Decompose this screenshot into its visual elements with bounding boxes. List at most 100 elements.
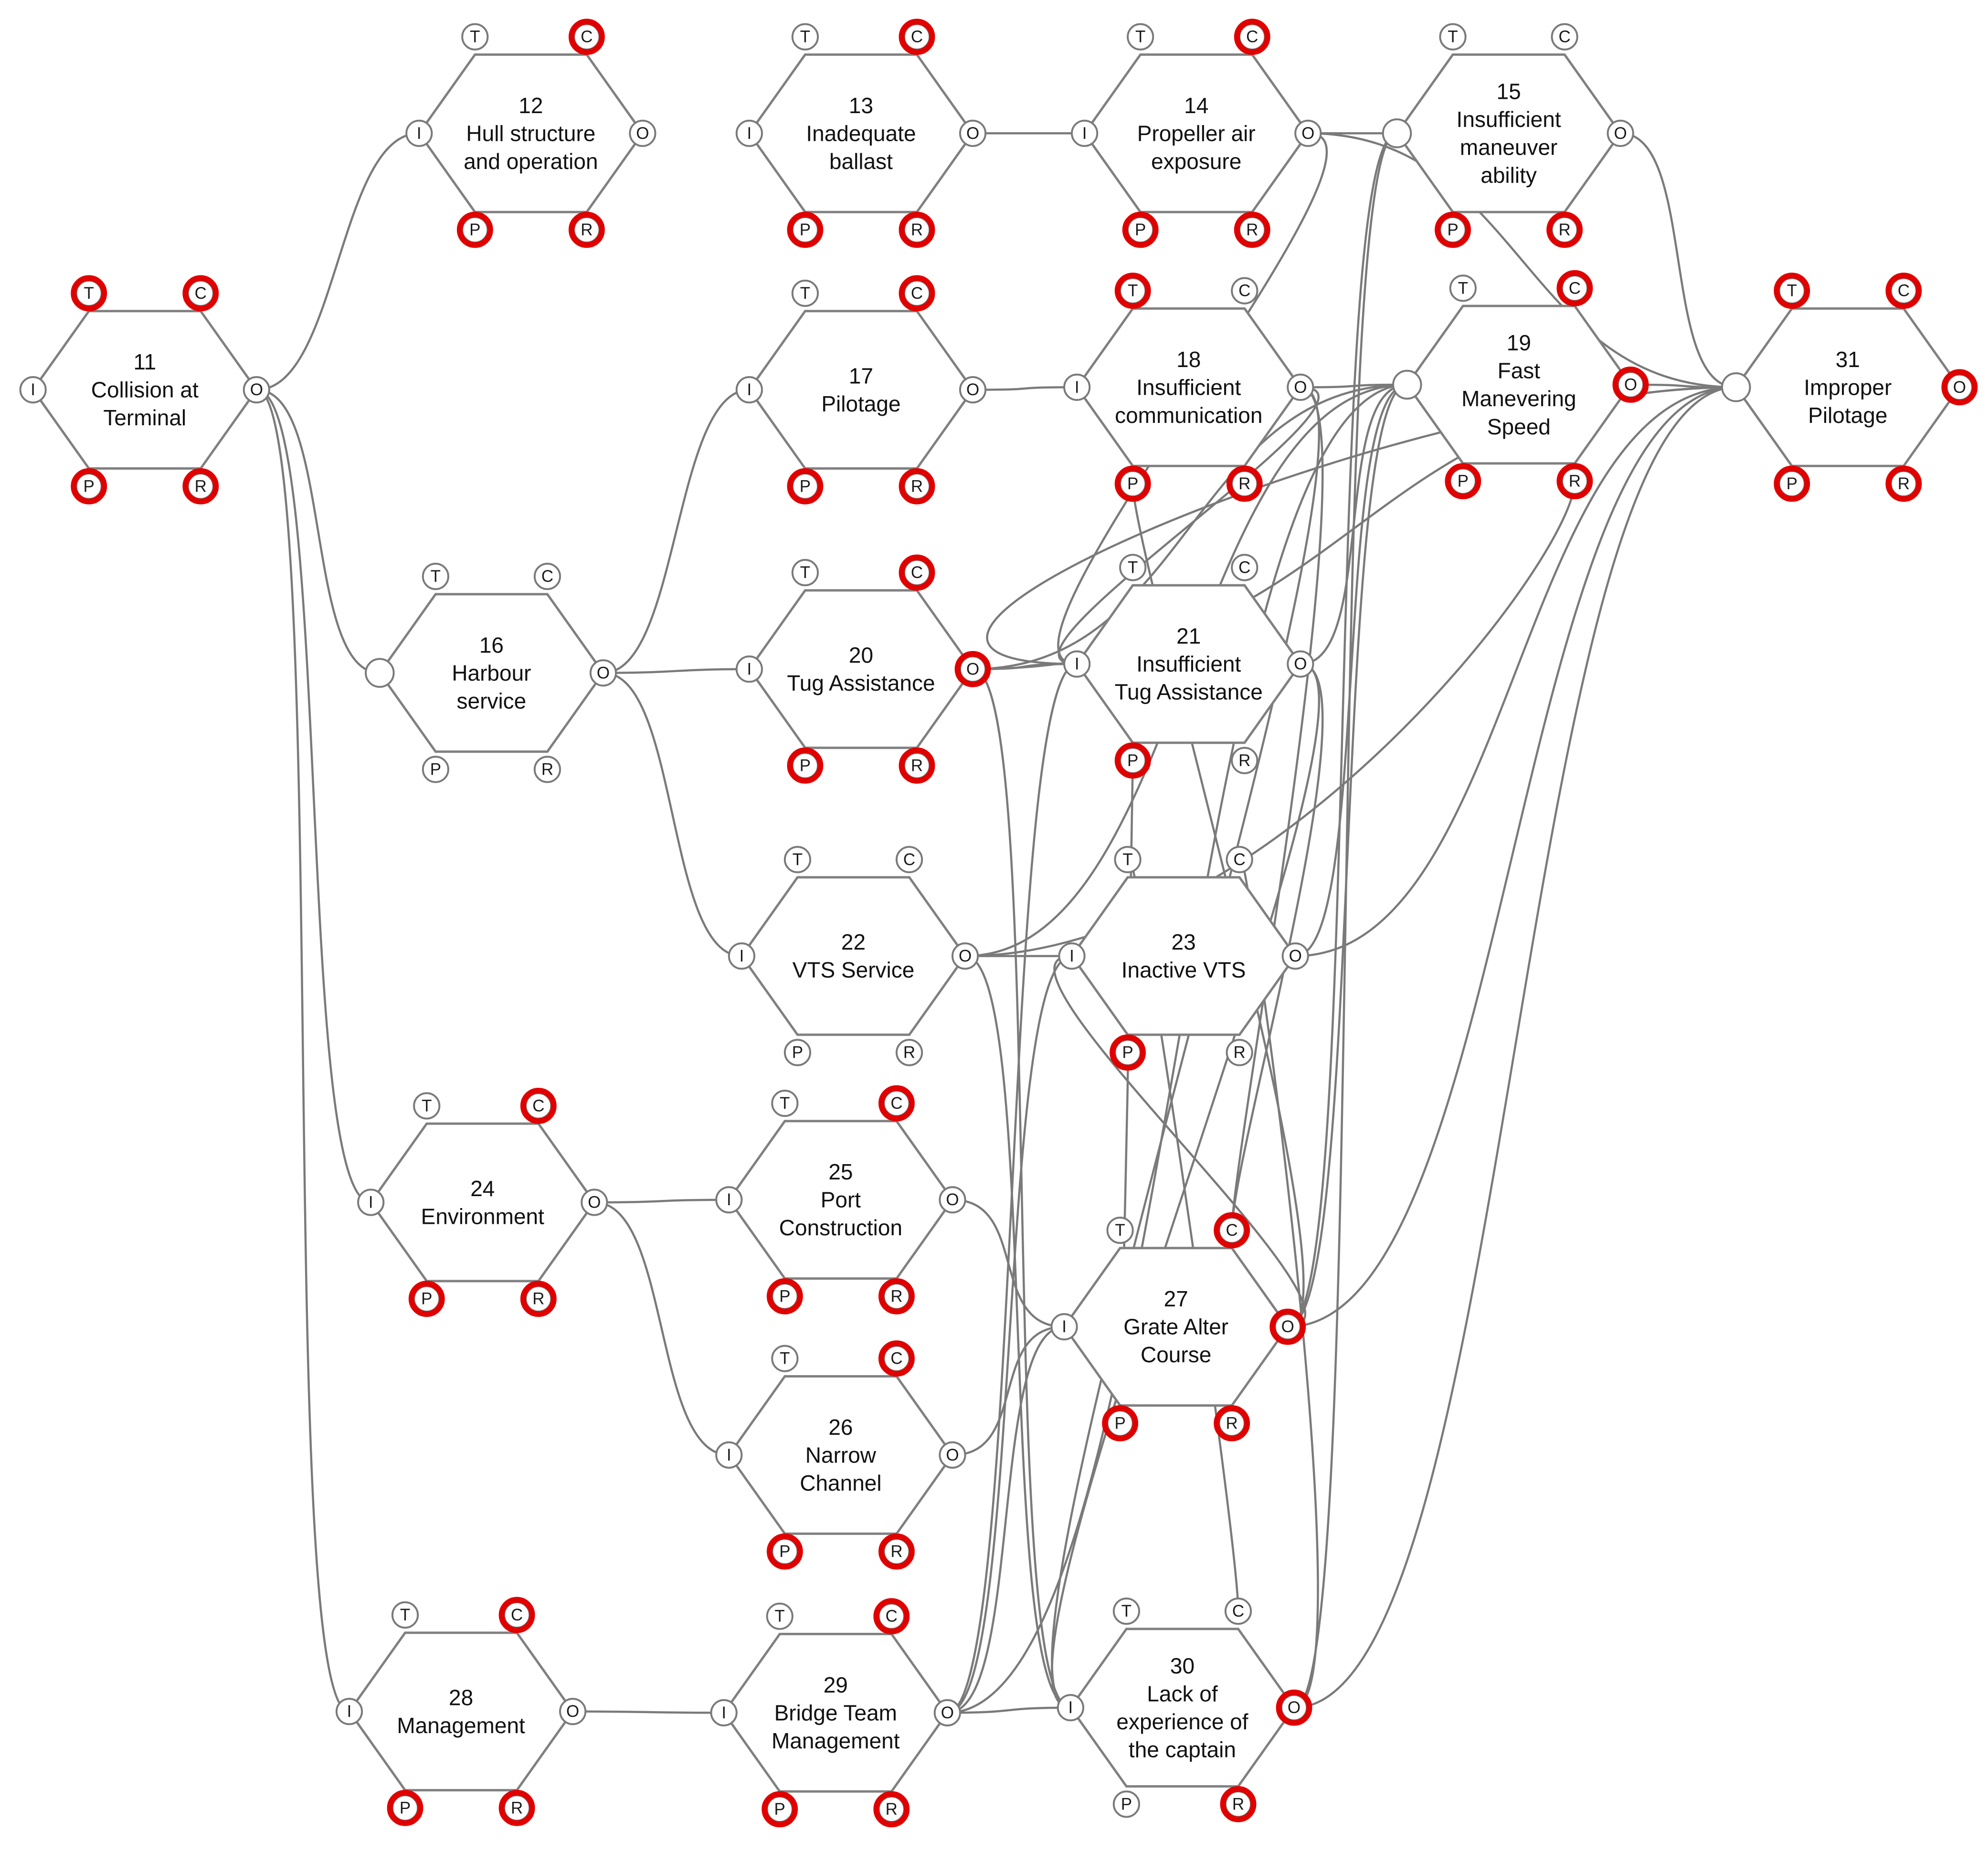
- port-c[interactable]: C: [1551, 23, 1578, 51]
- port-p[interactable]: P: [766, 1278, 803, 1315]
- port-i[interactable]: I: [710, 1699, 738, 1726]
- port-o[interactable]: O: [1281, 942, 1309, 970]
- port-i[interactable]: I: [1063, 373, 1091, 401]
- port-i[interactable]: I: [735, 655, 763, 683]
- port-i[interactable]: [1392, 369, 1422, 400]
- port-i[interactable]: [1721, 372, 1751, 402]
- port-r[interactable]: R: [533, 756, 561, 783]
- port-i[interactable]: I: [735, 376, 763, 404]
- port-i[interactable]: I: [715, 1441, 743, 1469]
- port-i[interactable]: I: [1057, 1694, 1084, 1722]
- port-t[interactable]: T: [461, 23, 489, 51]
- port-o[interactable]: O: [939, 1186, 966, 1214]
- port-t[interactable]: T: [771, 1345, 799, 1372]
- port-p[interactable]: P: [387, 1789, 423, 1826]
- port-t[interactable]: T: [791, 279, 819, 307]
- port-p[interactable]: P: [456, 211, 493, 248]
- port-r[interactable]: R: [1214, 1405, 1250, 1441]
- port-r[interactable]: R: [878, 1533, 915, 1570]
- port-c[interactable]: C: [899, 19, 935, 55]
- port-t[interactable]: T: [1114, 273, 1151, 309]
- port-t[interactable]: T: [1439, 23, 1467, 51]
- port-p[interactable]: P: [787, 468, 824, 505]
- port-r[interactable]: R: [1234, 211, 1270, 248]
- port-p[interactable]: P: [787, 211, 824, 248]
- port-c[interactable]: C: [498, 1597, 535, 1633]
- port-c[interactable]: C: [182, 275, 219, 312]
- port-o[interactable]: O: [959, 119, 987, 147]
- port-i[interactable]: I: [1050, 1313, 1078, 1341]
- port-i[interactable]: I: [1063, 650, 1091, 678]
- port-t[interactable]: T: [391, 1601, 419, 1629]
- port-t[interactable]: T: [1774, 273, 1810, 309]
- port-t[interactable]: T: [1127, 23, 1154, 51]
- port-p[interactable]: P: [766, 1533, 803, 1570]
- port-p[interactable]: P: [1114, 465, 1151, 502]
- port-c[interactable]: C: [895, 846, 923, 873]
- port-p[interactable]: P: [1774, 465, 1810, 502]
- port-o[interactable]: O: [1287, 373, 1314, 401]
- port-c[interactable]: C: [1214, 1212, 1250, 1249]
- port-o[interactable]: O: [1612, 367, 1649, 403]
- port-o[interactable]: O: [952, 942, 979, 970]
- port-i[interactable]: I: [1071, 119, 1099, 147]
- port-o[interactable]: O: [629, 119, 656, 147]
- port-i[interactable]: I: [357, 1188, 385, 1216]
- port-t[interactable]: T: [766, 1602, 793, 1630]
- port-p[interactable]: P: [1114, 742, 1151, 779]
- port-o[interactable]: O: [933, 1699, 961, 1726]
- port-r[interactable]: R: [1556, 463, 1593, 500]
- port-t[interactable]: T: [1112, 1597, 1141, 1625]
- port-c[interactable]: C: [569, 19, 605, 55]
- port-r[interactable]: R: [498, 1789, 535, 1826]
- port-c[interactable]: C: [1885, 273, 1922, 309]
- port-r[interactable]: R: [899, 747, 935, 784]
- port-r[interactable]: R: [1885, 465, 1922, 502]
- port-r[interactable]: R: [1226, 1039, 1253, 1066]
- port-p[interactable]: P: [1445, 463, 1481, 500]
- port-r[interactable]: R: [878, 1278, 915, 1315]
- port-c[interactable]: C: [878, 1340, 915, 1377]
- port-o[interactable]: O: [959, 376, 987, 404]
- port-t[interactable]: T: [71, 275, 107, 312]
- port-r[interactable]: R: [1546, 211, 1583, 248]
- port-o[interactable]: O: [1276, 1689, 1312, 1726]
- port-c[interactable]: C: [1556, 270, 1593, 306]
- port-i[interactable]: I: [715, 1186, 743, 1214]
- port-c[interactable]: C: [899, 554, 935, 591]
- port-r[interactable]: R: [1226, 465, 1263, 502]
- port-i[interactable]: I: [405, 119, 433, 147]
- port-r[interactable]: R: [1220, 1786, 1257, 1822]
- port-p[interactable]: P: [1102, 1405, 1139, 1441]
- port-t[interactable]: T: [791, 23, 819, 51]
- port-r[interactable]: R: [1231, 747, 1258, 774]
- port-o[interactable]: O: [589, 659, 617, 687]
- port-r[interactable]: R: [182, 468, 219, 505]
- port-p[interactable]: P: [71, 468, 107, 505]
- port-o[interactable]: O: [954, 651, 991, 687]
- port-t[interactable]: T: [771, 1089, 799, 1117]
- port-r[interactable]: R: [520, 1281, 557, 1317]
- port-i[interactable]: [1382, 118, 1412, 148]
- port-c[interactable]: C: [520, 1087, 557, 1124]
- port-i[interactable]: [365, 658, 395, 688]
- port-p[interactable]: P: [1112, 1790, 1141, 1818]
- port-p[interactable]: P: [422, 756, 449, 783]
- port-r[interactable]: R: [569, 211, 605, 248]
- port-p[interactable]: P: [1435, 211, 1471, 248]
- port-p[interactable]: P: [787, 747, 824, 784]
